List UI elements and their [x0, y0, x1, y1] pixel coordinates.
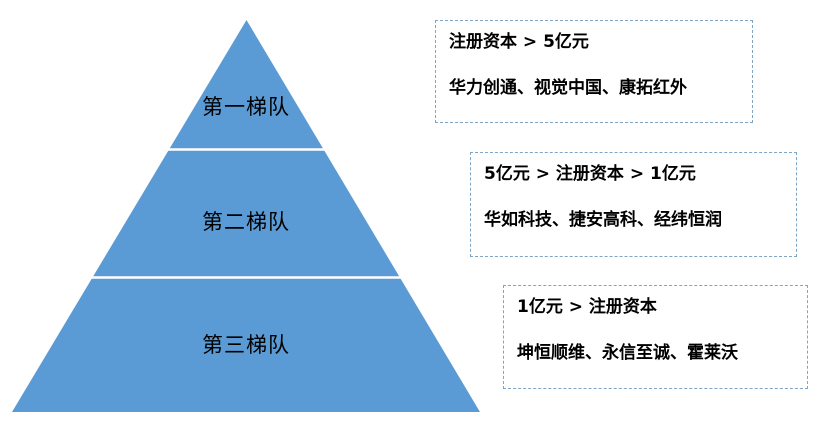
- tier-2-criteria: 5亿元 > 注册资本 > 1亿元: [484, 164, 696, 184]
- tier-1-info-box: 注册资本 > 5亿元 华力创通、视觉中国、康拓红外: [435, 20, 753, 123]
- tier-3-criteria: 1亿元 > 注册资本: [517, 297, 657, 317]
- tier-3-companies: 坤恒顺维、永信至诚、霍莱沃: [517, 343, 738, 363]
- tier-2-label: 第二梯队: [202, 210, 290, 234]
- tier-3-info-box: 1亿元 > 注册资本 坤恒顺维、永信至诚、霍莱沃: [503, 285, 808, 389]
- tier-2-info-box: 5亿元 > 注册资本 > 1亿元 华如科技、捷安高科、经纬恒润: [470, 152, 797, 257]
- pyramid-shape: [12, 20, 480, 412]
- tier-2-companies: 华如科技、捷安高科、经纬恒润: [484, 210, 722, 230]
- tier-1-criteria: 注册资本 > 5亿元: [449, 32, 589, 52]
- tier-1-label: 第一梯队: [202, 95, 290, 119]
- tier-1-companies: 华力创通、视觉中国、康拓红外: [449, 78, 687, 98]
- tier-3-label: 第三梯队: [202, 333, 290, 357]
